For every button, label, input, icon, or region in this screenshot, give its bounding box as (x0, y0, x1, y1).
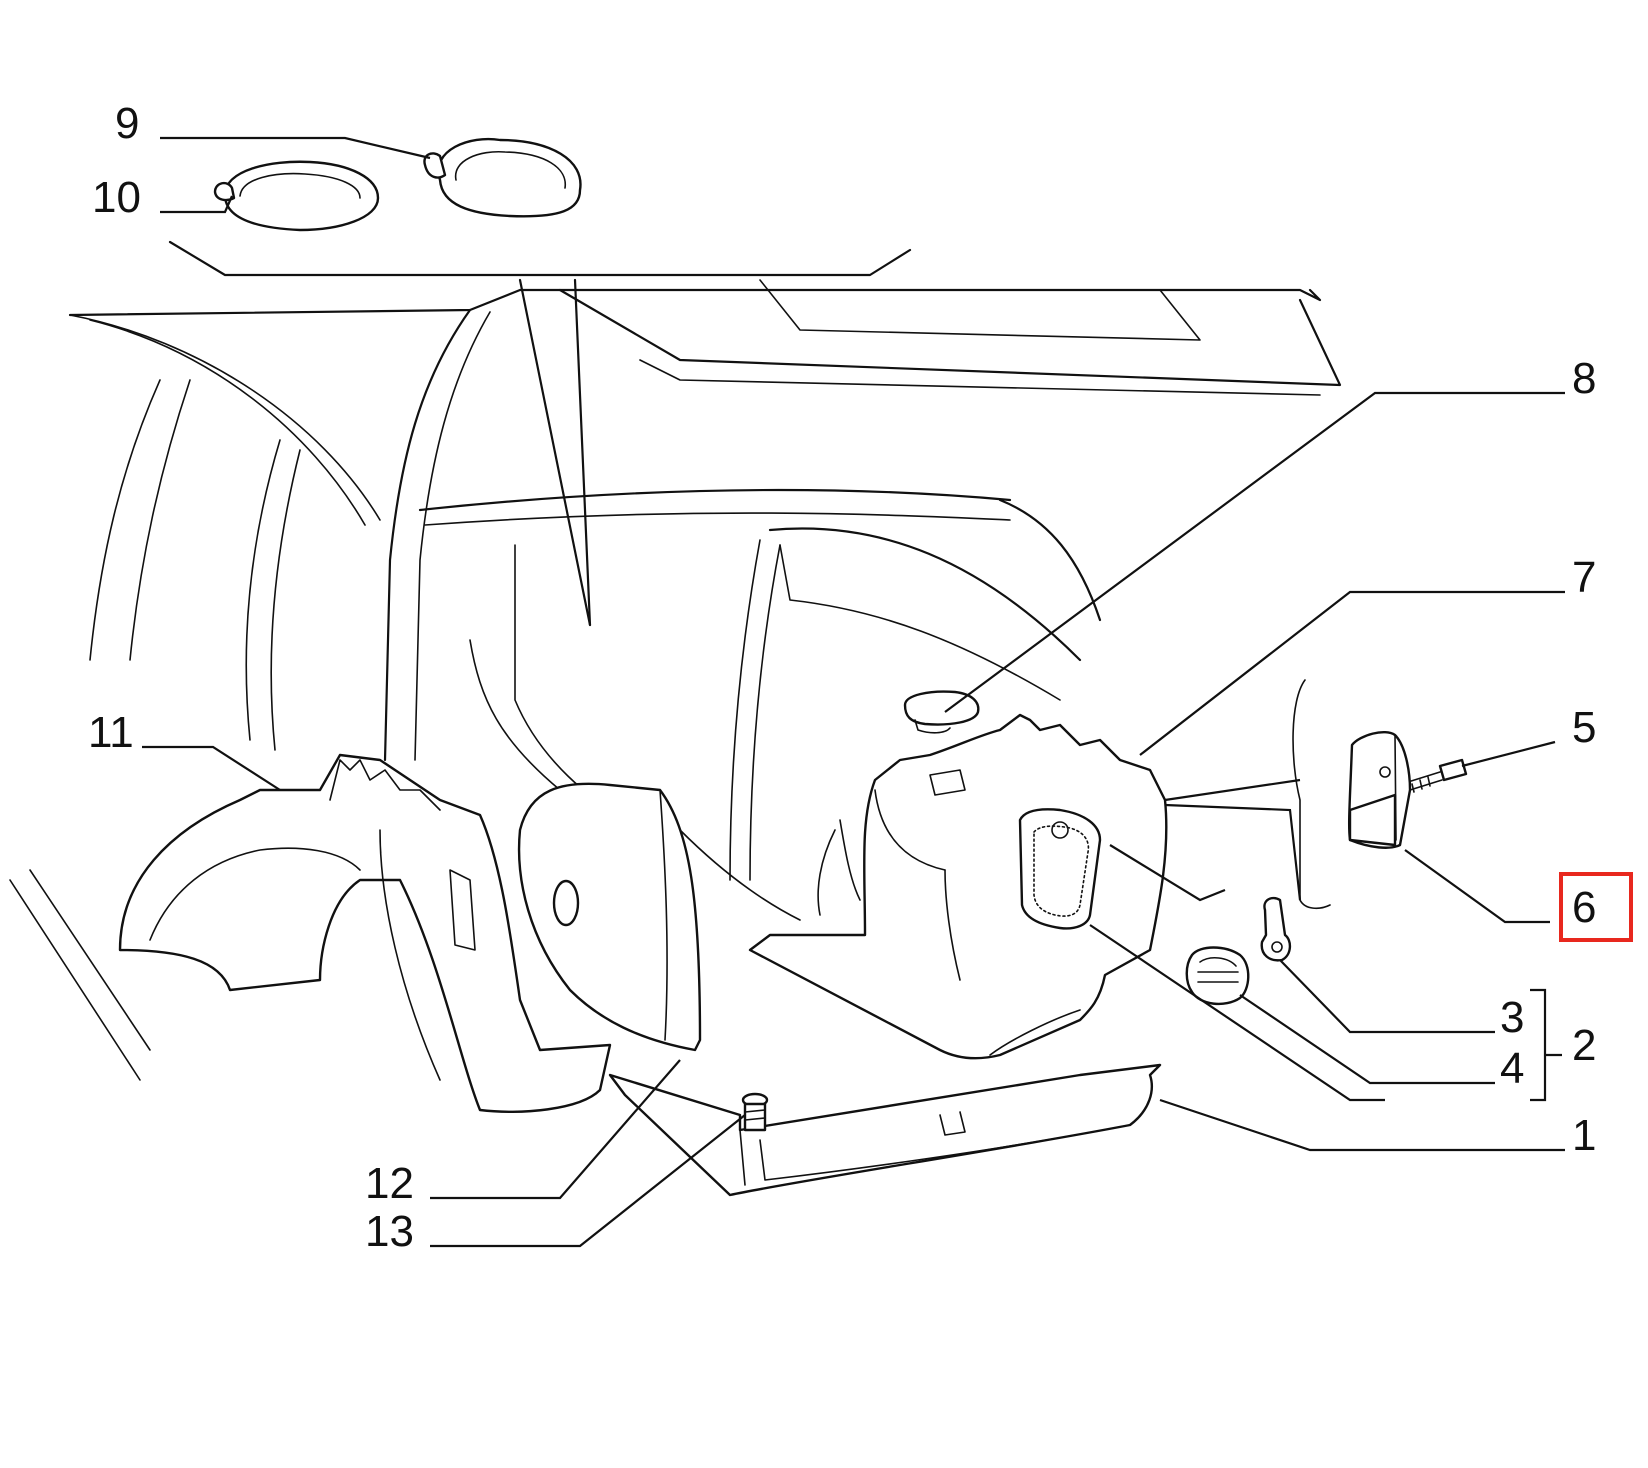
callout-7: 7 (1572, 553, 1596, 602)
part-8-plug (903, 690, 980, 734)
part-7-right-trim (748, 713, 1168, 1060)
callout-11: 11 (88, 708, 134, 757)
callout-9: 9 (115, 99, 139, 148)
part-13-screw (741, 1092, 769, 1132)
callout-10: 10 (92, 173, 141, 222)
grouping-bracket-9-10 (168, 240, 912, 627)
part-11-left-liner (118, 753, 612, 1113)
callout-6-highlight-box (1559, 872, 1633, 942)
callout-8: 8 (1572, 354, 1596, 403)
part-3-clip (1260, 896, 1292, 962)
part-9-cap (423, 137, 582, 218)
part-12-wheel-cover (517, 782, 702, 1052)
callout-12: 12 (365, 1159, 414, 1208)
part-6-bracket (1347, 731, 1412, 849)
part-4-plug (1185, 946, 1250, 1006)
callout-1: 1 (1572, 1111, 1596, 1160)
callout-13: 13 (365, 1207, 414, 1256)
callout-2: 2 (1572, 1021, 1596, 1070)
part-10-cap (213, 160, 380, 232)
part-5-screw (1407, 758, 1468, 793)
callout-4: 4 (1500, 1044, 1524, 1093)
callout-3: 3 (1500, 993, 1524, 1042)
callout-labels: 9 10 8 7 5 6 3 2 4 1 11 12 13 (88, 99, 1596, 1256)
callout-6: 6 (1572, 883, 1596, 932)
leader-lines (142, 136, 1565, 1248)
part-1-sill-trim (608, 1063, 1162, 1197)
car-body-outline (9, 279, 1342, 1081)
callout-5: 5 (1572, 703, 1596, 752)
